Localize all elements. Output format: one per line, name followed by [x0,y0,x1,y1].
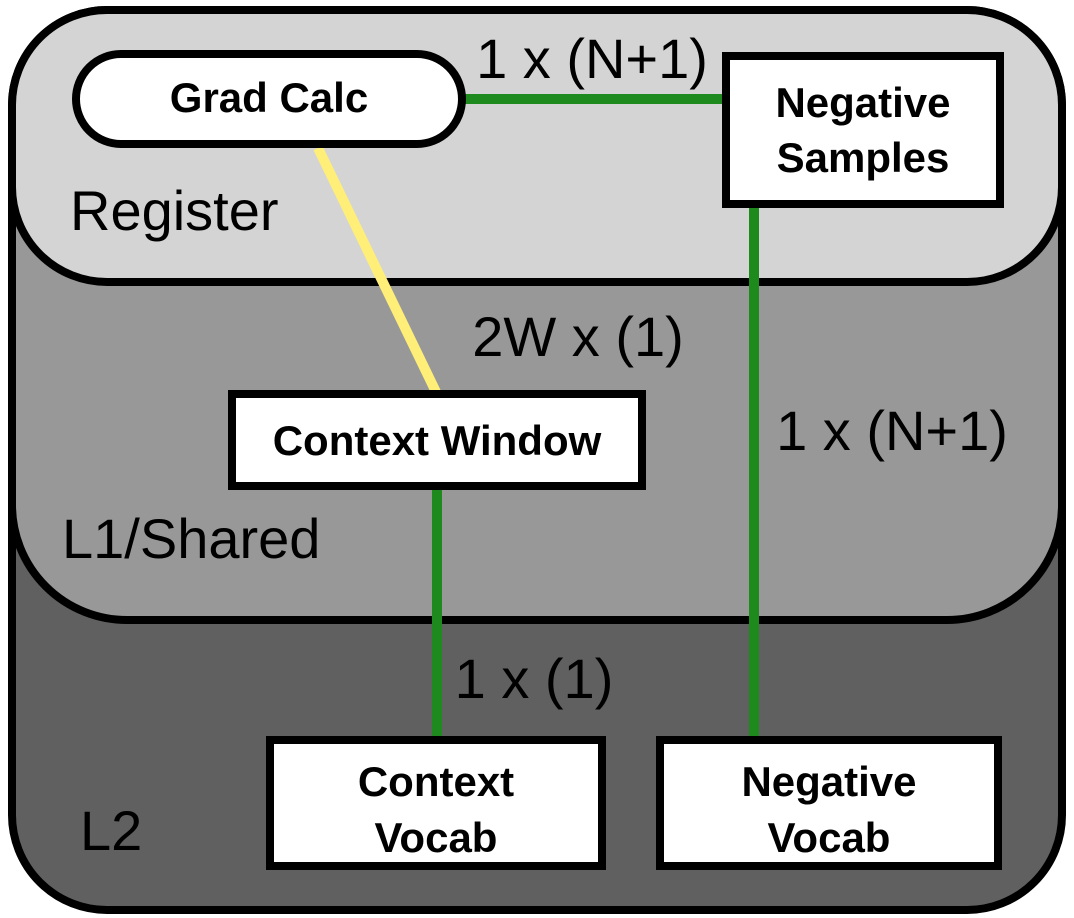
register-layer-label: Register [70,179,279,242]
context-window-label: Context Window [273,417,602,464]
edge-grad-to-context-window [313,145,441,395]
grad-calc-label: Grad Calc [170,74,368,121]
negative-vocab-node: Negative Vocab [656,736,1002,870]
negative-samples-node: Negative Samples [722,52,1004,208]
negative-vocab-label-line1: Negative [741,758,916,805]
edge-label-grad-to-context-window: 2W x (1) [472,305,684,368]
context-vocab-label-line2: Vocab [375,814,498,861]
context-vocab-label-line1: Context [358,758,514,805]
edge-label-context-window-to-vocab: 1 x (1) [455,647,614,710]
negative-samples-label-line2: Samples [777,134,950,181]
grad-calc-node: Grad Calc [72,50,466,148]
edge-label-negative-samples-to-vocab: 1 x (N+1) [776,399,1008,462]
context-vocab-node: Context Vocab [266,736,606,870]
negative-samples-label-line1: Negative [775,79,950,126]
negative-vocab-label-line2: Vocab [768,814,891,861]
l1-shared-layer-label: L1/Shared [62,507,320,570]
context-window-node: Context Window [228,390,646,490]
l2-layer-label: L2 [80,799,142,862]
edge-label-grad-to-negative: 1 x (N+1) [476,27,708,90]
